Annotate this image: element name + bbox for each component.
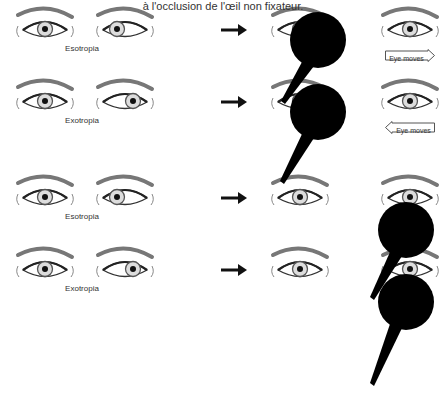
arrow-box: Eye moves bbox=[385, 121, 435, 134]
condition-label: Esotropia bbox=[65, 212, 99, 221]
arrow-text: Eye moves bbox=[389, 52, 424, 65]
condition-label: Exotropia bbox=[65, 284, 99, 293]
arrow-box: Eye moves bbox=[385, 49, 435, 62]
heading: à l'occlusion de l'œil non fixateur. bbox=[143, 0, 304, 12]
condition-label: Exotropia bbox=[65, 116, 99, 125]
arrow-text: Eye moves bbox=[396, 124, 431, 137]
condition-label: Esotropia bbox=[65, 44, 99, 53]
